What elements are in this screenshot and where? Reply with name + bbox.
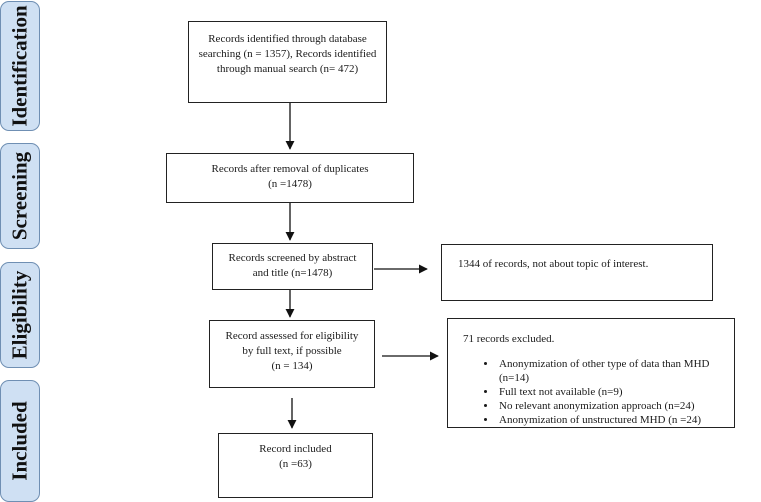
stage-eligibility: Eligibility	[0, 262, 40, 368]
screening-excluded-text: 1344 of records, not about topic of inte…	[458, 258, 649, 270]
records-screened-line2: and title (n=1478)	[252, 267, 333, 279]
stage-identification: Identification	[0, 1, 40, 131]
stage-included: Included	[0, 380, 40, 502]
fulltext-excluded-title: 71 records excluded.	[463, 333, 555, 345]
records-deduplicated-line2: (n =1478)	[268, 178, 312, 190]
exclusion-reason-item: Anonymization of unstructured MHD (n =24…	[497, 413, 734, 427]
box-records-deduplicated: Records after removal of duplicates (n =…	[166, 153, 414, 203]
records-assessed-line2: by full text, if possible	[242, 345, 342, 357]
box-screening-excluded: 1344 of records, not about topic of inte…	[441, 244, 713, 301]
records-identified-line3: through manual search (n= 472)	[216, 63, 359, 75]
records-included-line2: (n =63)	[279, 458, 312, 470]
records-assessed-line1: Record assessed for eligibility	[225, 330, 359, 342]
records-identified-line2: searching (n = 1357), Records identified	[198, 48, 377, 60]
box-records-identified: Records identified through database sear…	[188, 21, 387, 103]
exclusion-reason-item: Full text not available (n=9)	[497, 385, 734, 399]
records-assessed-line3: (n = 134)	[271, 360, 313, 372]
exclusion-reason-item: Anonymization of other type of data than…	[497, 357, 734, 385]
exclusion-reason-item: No relevant anonymization approach (n=24…	[497, 399, 734, 413]
stage-screening: Screening	[0, 143, 40, 249]
box-records-assessed: Record assessed for eligibility by full …	[209, 320, 375, 388]
box-fulltext-excluded: 71 records excluded. Anonymization of ot…	[447, 318, 735, 428]
box-records-screened: Records screened by abstract and title (…	[212, 243, 373, 290]
records-deduplicated-line1: Records after removal of duplicates	[211, 163, 369, 175]
records-screened-line1: Records screened by abstract	[228, 252, 357, 264]
records-included-line1: Record included	[259, 443, 332, 455]
box-records-included: Record included (n =63)	[218, 433, 373, 498]
records-identified-line1: Records identified through database	[208, 33, 367, 45]
exclusion-reasons-list: Anonymization of other type of data than…	[463, 357, 734, 427]
